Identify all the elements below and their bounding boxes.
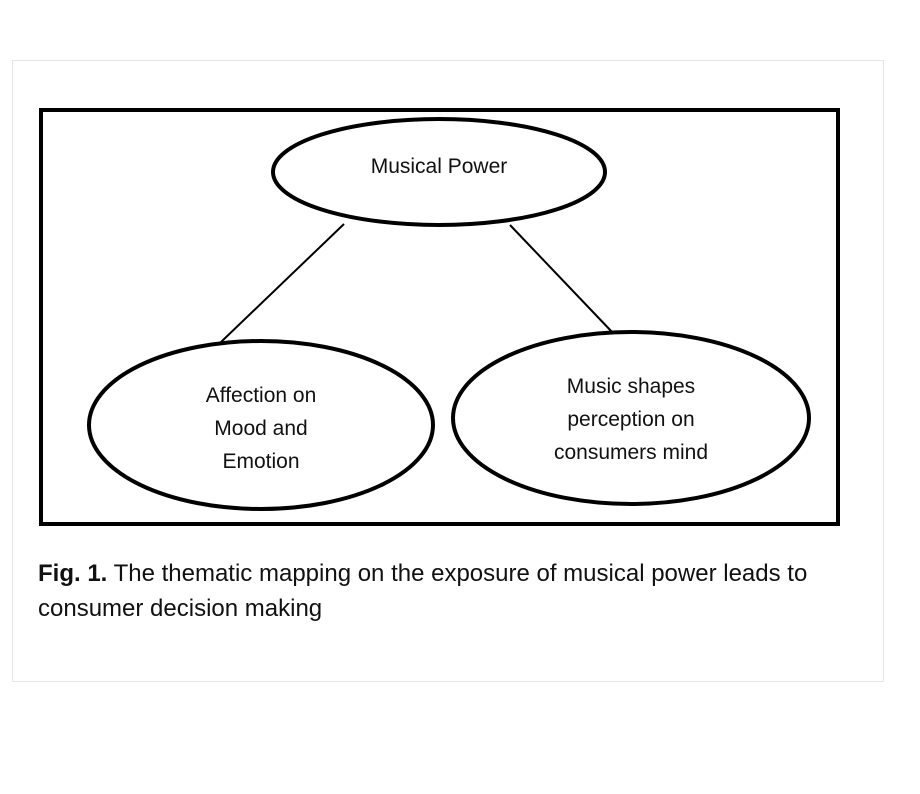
node-music-shapes-line-3: consumers mind — [553, 441, 709, 464]
node-musical-power — [271, 117, 607, 227]
node-affection-mood-emotion — [87, 339, 435, 511]
node-music-shapes-label: Music shapes perception on consumers min… — [521, 370, 741, 469]
node-musical-power-label: Musical Power — [370, 155, 508, 178]
node-affection-line-2: Mood and — [214, 417, 308, 440]
node-affection-line-1: Affection on — [205, 384, 317, 407]
figure-caption-text: The thematic mapping on the exposure of … — [38, 560, 808, 622]
node-affection-label: Affection on Mood and Emotion — [161, 379, 361, 478]
edge-root-to-right — [509, 224, 614, 334]
node-affection-line-3: Emotion — [222, 450, 300, 473]
node-music-shapes-line-1: Music shapes — [566, 375, 696, 398]
figure-caption: Fig. 1. The thematic mapping on the expo… — [38, 556, 868, 626]
figure-caption-prefix: Fig. 1. — [38, 560, 108, 587]
node-music-shapes-line-2: perception on — [567, 408, 695, 431]
diagram-frame — [39, 108, 840, 526]
node-music-shapes-perception — [451, 330, 811, 506]
edge-root-to-left — [220, 223, 345, 343]
